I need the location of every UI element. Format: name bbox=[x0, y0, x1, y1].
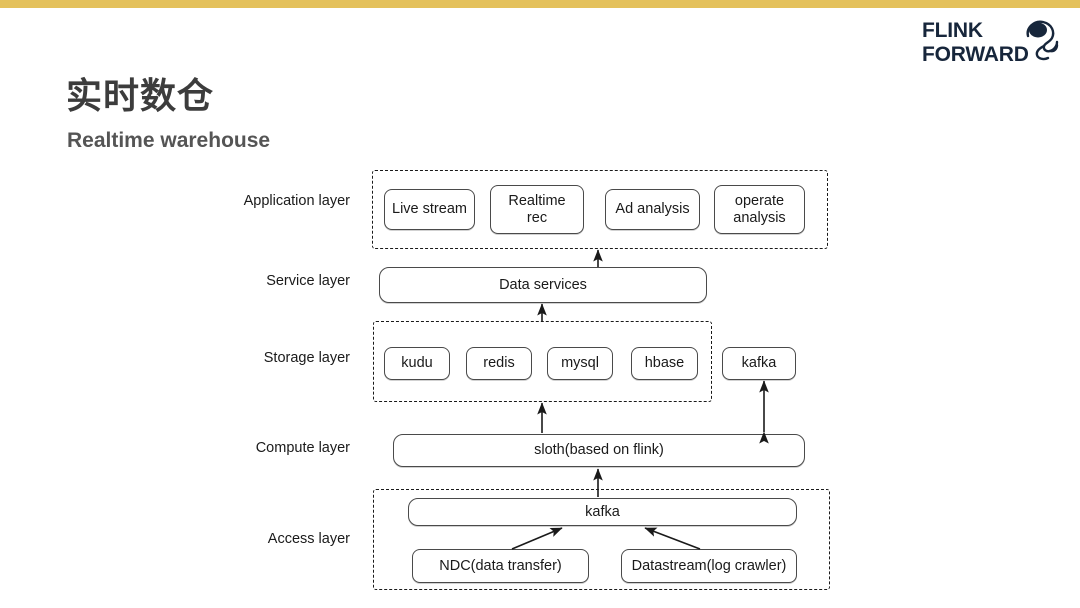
node-redis[interactable]: redis bbox=[466, 347, 532, 380]
storage-layer-group bbox=[373, 321, 712, 402]
page-title-chinese: 实时数仓 bbox=[66, 75, 215, 116]
layer-label-access: Access layer bbox=[267, 531, 350, 547]
node-hbase[interactable]: hbase bbox=[631, 347, 698, 380]
layer-label-service: Service layer bbox=[266, 273, 350, 289]
layer-label-compute: Compute layer bbox=[255, 440, 350, 456]
node-realtime-rec[interactable]: Realtime rec bbox=[490, 185, 584, 234]
node-kudu[interactable]: kudu bbox=[384, 347, 450, 380]
flink-forward-logo: FLINK FORWARD bbox=[922, 18, 1062, 66]
accent-top-bar bbox=[0, 0, 1080, 8]
application-layer-group bbox=[372, 170, 828, 249]
layer-label-storage: Storage layer bbox=[263, 350, 350, 366]
node-operate-analysis[interactable]: operate analysis bbox=[714, 185, 805, 234]
node-mysql[interactable]: mysql bbox=[547, 347, 613, 380]
node-ad-analysis[interactable]: Ad analysis bbox=[605, 189, 700, 230]
node-sloth-flink[interactable]: sloth(based on flink) bbox=[393, 434, 805, 467]
node-datastream-log-crawler[interactable]: Datastream(log crawler) bbox=[621, 549, 797, 583]
node-ndc-data-transfer[interactable]: NDC(data transfer) bbox=[412, 549, 589, 583]
layer-label-application: Application layer bbox=[243, 193, 350, 209]
node-kafka-storage[interactable]: kafka bbox=[722, 347, 796, 380]
node-kafka-access[interactable]: kafka bbox=[408, 498, 797, 526]
logo-text-line2: FORWARD bbox=[922, 43, 1029, 66]
node-data-services[interactable]: Data services bbox=[379, 267, 707, 303]
squirrel-icon bbox=[1026, 20, 1059, 61]
logo-text-line1: FLINK bbox=[922, 19, 983, 42]
page-title-english: Realtime warehouse bbox=[67, 129, 271, 152]
node-live-stream[interactable]: Live stream bbox=[384, 189, 475, 230]
access-layer-group bbox=[373, 489, 830, 590]
